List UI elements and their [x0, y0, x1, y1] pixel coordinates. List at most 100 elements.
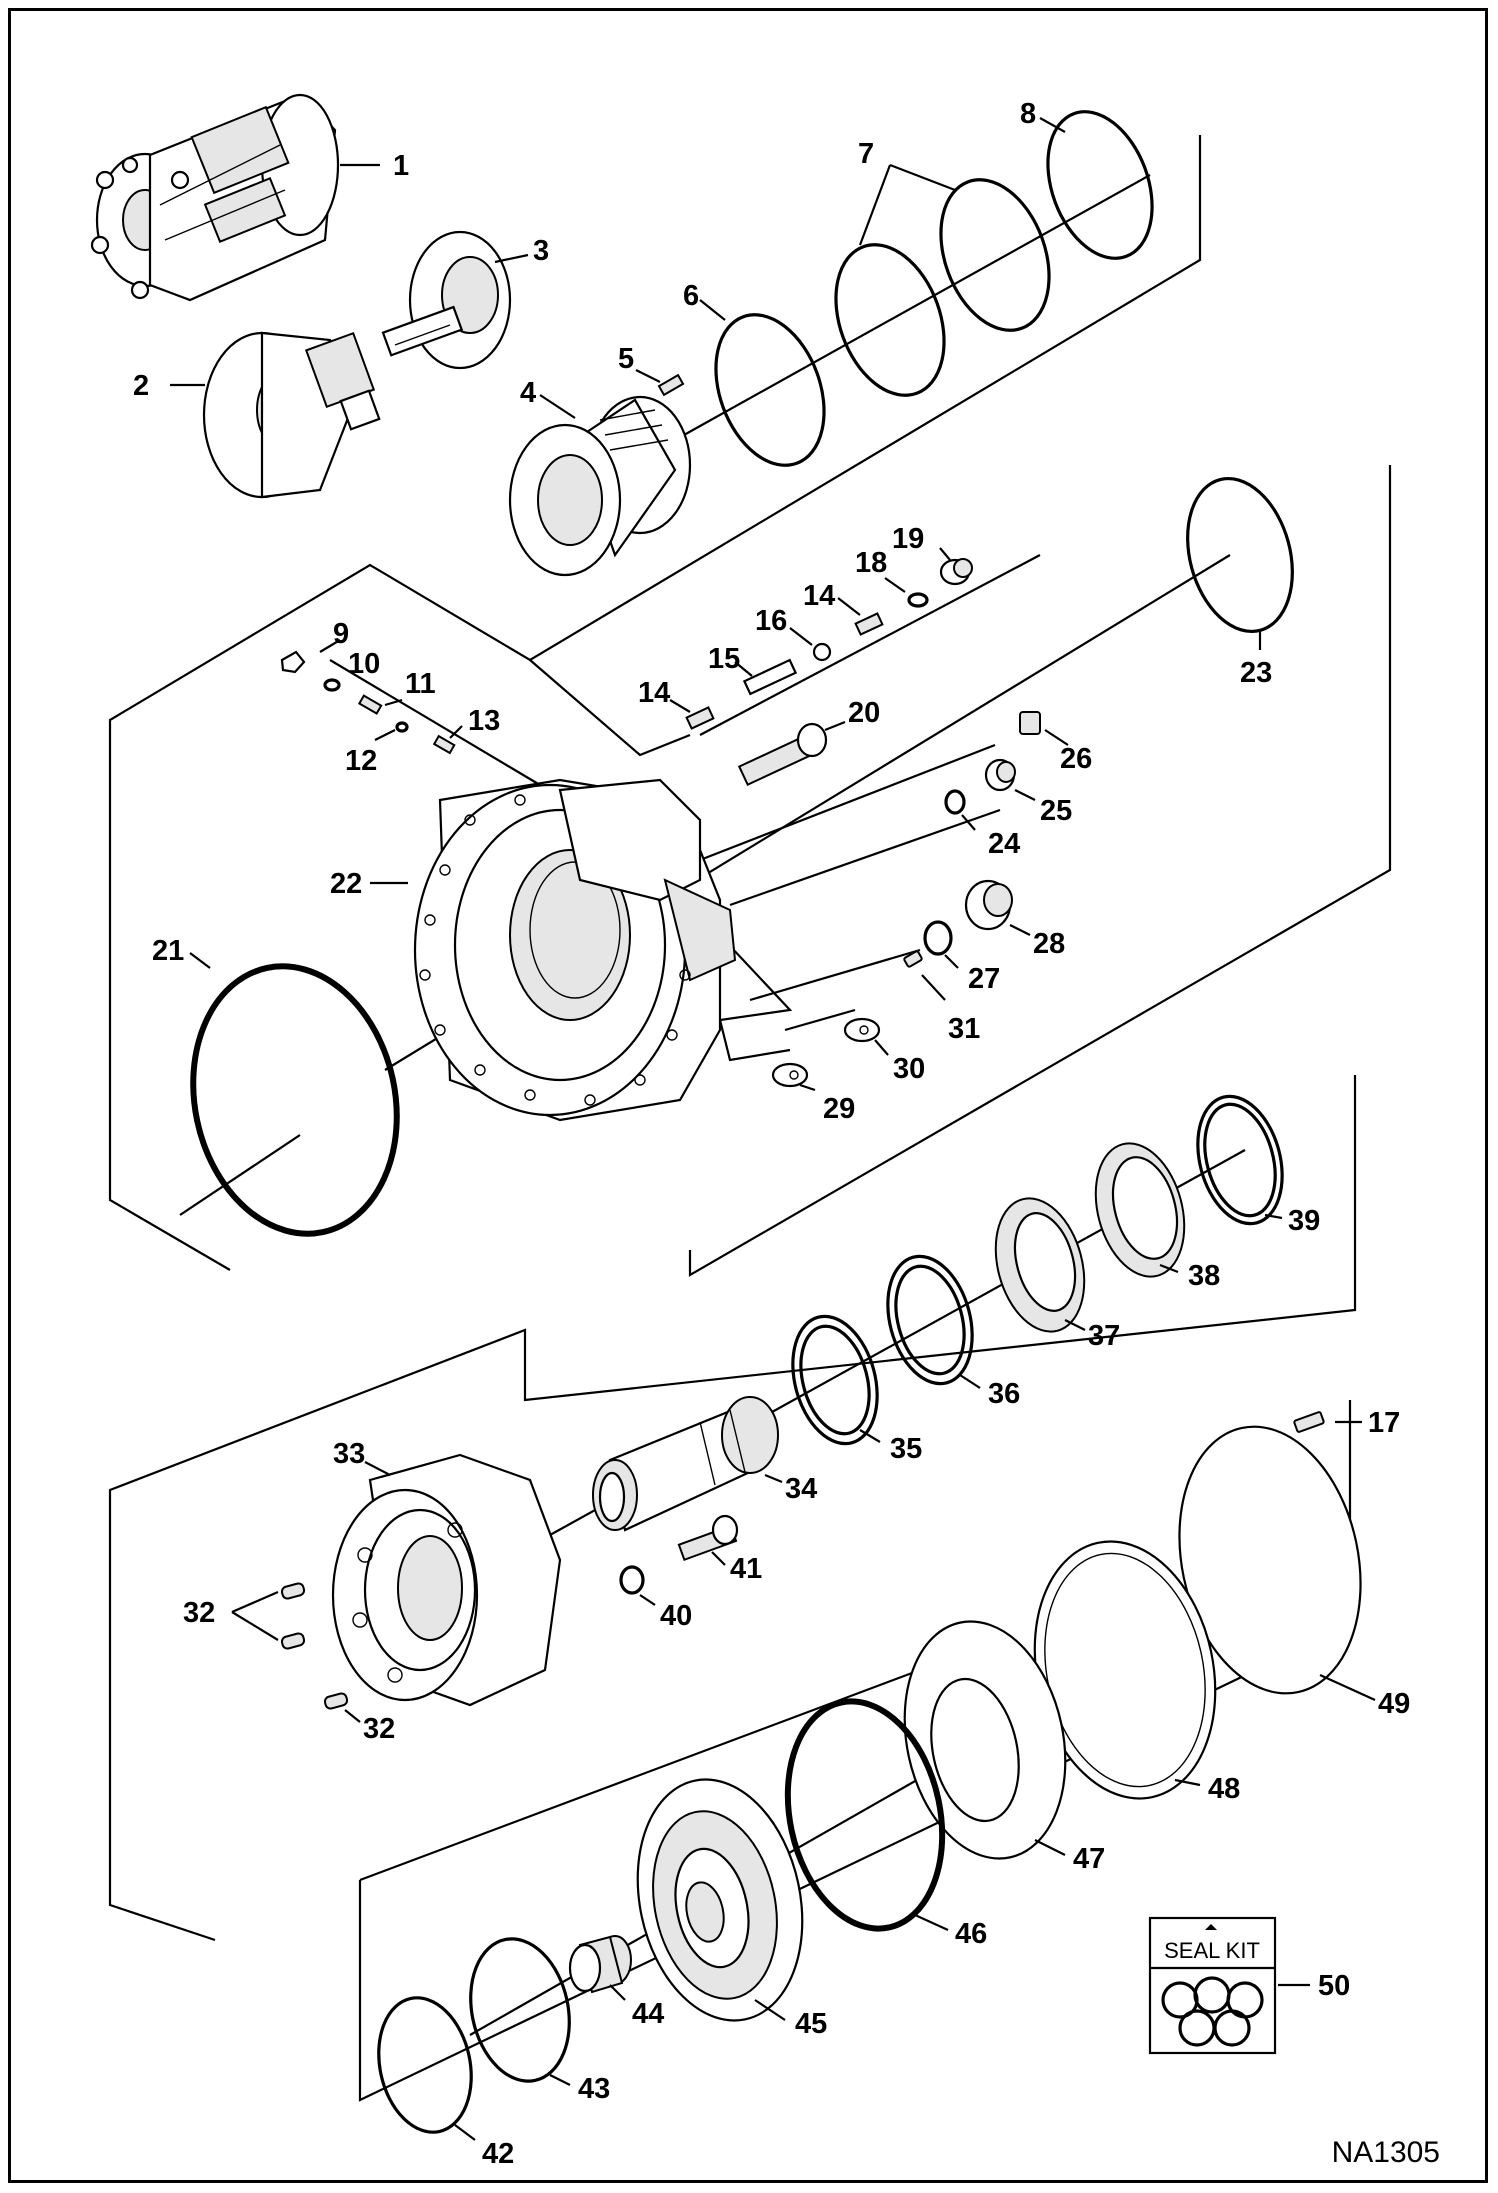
callout-24: 24 [988, 828, 1020, 860]
part-14-spring-a [685, 706, 715, 730]
callout-36: 36 [988, 1378, 1020, 1410]
callout-37: 37 [1088, 1320, 1120, 1352]
leader-21 [189, 952, 211, 969]
leader-40 [639, 1594, 656, 1606]
axis-line-mid-left [179, 1134, 301, 1216]
part-42-ring [377, 1996, 473, 2134]
callout-30: 30 [893, 1053, 925, 1085]
leader-31 [921, 974, 946, 1001]
leader-41 [711, 1551, 726, 1566]
leader-46 [914, 1913, 949, 1932]
leader-14b [837, 597, 861, 616]
callout-19: 19 [892, 523, 924, 555]
part-24-o-ring [944, 789, 966, 815]
part-14-spring-b [854, 612, 884, 636]
section-outline-3 [108, 1075, 1357, 1942]
callout-25: 25 [1040, 795, 1072, 827]
callout-27: 27 [968, 963, 1000, 995]
part-25-plug [984, 758, 1016, 792]
callout-35: 35 [890, 1433, 922, 1465]
leader-47 [1034, 1839, 1066, 1856]
leader-39 [1264, 1213, 1283, 1220]
callout-32b: 32 [363, 1713, 395, 1745]
axis-line-plug-28 [729, 808, 1001, 907]
callout-12: 12 [345, 745, 377, 777]
leader-30 [874, 1039, 889, 1056]
leader-44 [609, 1984, 626, 2001]
leader-45 [754, 1999, 786, 2021]
leader-35 [859, 1429, 881, 1443]
axis-line-small-parts [329, 659, 541, 786]
leader-7a [858, 164, 892, 246]
leader-34 [764, 1473, 783, 1484]
callout-33: 33 [333, 1438, 365, 1470]
leader-8 [1039, 117, 1066, 133]
leader-5 [635, 369, 661, 383]
part-26-plug [1019, 711, 1041, 735]
part-39-ring [1196, 1094, 1284, 1226]
part-19-plug [939, 558, 973, 586]
callout-26: 26 [1060, 743, 1092, 775]
axis-line-valve [699, 554, 1041, 736]
part-32-pin-a [280, 1582, 306, 1600]
leader-9 [319, 639, 341, 653]
callout-23: 23 [1240, 657, 1272, 689]
part-32-pin-b [280, 1632, 306, 1650]
callout-13: 13 [468, 705, 500, 737]
leader-29 [799, 1083, 816, 1092]
part-4-piston [508, 395, 692, 577]
leader-19 [939, 547, 951, 561]
callout-14b: 14 [803, 580, 835, 612]
callout-50: 50 [1318, 1970, 1350, 2002]
leader-27 [944, 954, 959, 969]
part-49-cover [1178, 1425, 1362, 1695]
part-8-seal-ring [1046, 110, 1154, 260]
callout-15: 15 [708, 643, 740, 675]
leader-13 [449, 725, 463, 739]
section-outline-2b [529, 659, 691, 757]
callout-18: 18 [855, 547, 887, 579]
part-3-rotating-group [381, 230, 512, 370]
part-28-plug [964, 879, 1013, 931]
callout-3: 3 [533, 235, 549, 267]
part-32-pin-c [323, 1692, 349, 1710]
callout-28: 28 [1033, 928, 1065, 960]
callout-20: 20 [848, 697, 880, 729]
callout-5: 5 [618, 343, 634, 375]
callout-47: 47 [1073, 1843, 1105, 1875]
leader-14a [669, 699, 691, 713]
callout-labels: 1 2 3 4 5 6 7 8 9 10 11 12 13 14 14 15 1… [133, 98, 1410, 2170]
callout-41: 41 [730, 1553, 762, 1585]
part-1-motor-assembly [90, 93, 340, 302]
leader-6 [699, 299, 726, 321]
callout-11: 11 [405, 668, 436, 700]
section-outline-4 [358, 1400, 1352, 2102]
part-7-backup-ring-a [834, 243, 946, 397]
part-31-screw [903, 950, 923, 968]
callout-43: 43 [578, 2073, 610, 2105]
callout-29: 29 [823, 1093, 855, 1125]
leader-20 [824, 720, 846, 732]
leader-28 [1009, 924, 1031, 936]
part-10-o-ring [323, 678, 341, 692]
part-43-snap-ring [469, 1937, 571, 2083]
part-12-ring [395, 721, 409, 733]
part-33-carrier [331, 1453, 562, 1707]
part-40-washer [619, 1565, 645, 1595]
part-18-o-ring [907, 592, 929, 608]
leader-12 [374, 729, 396, 741]
section-outline-1 [108, 135, 1202, 1271]
part-34-splined-shaft [592, 1396, 779, 1532]
callout-39: 39 [1288, 1205, 1320, 1237]
part-11-spring [357, 694, 383, 715]
part-23-o-ring [1186, 476, 1294, 634]
section-outline-4b [359, 1638, 1001, 1882]
seal-kit-label: SEAL KIT [1164, 1938, 1260, 1963]
callout-48: 48 [1208, 1773, 1240, 1805]
callout-21: 21 [152, 935, 184, 967]
leader-36 [959, 1374, 981, 1389]
part-15-spool [742, 658, 798, 696]
axis-line-30 [784, 1008, 856, 1032]
part-16-washer [812, 642, 832, 662]
part-9-plug [280, 650, 306, 674]
